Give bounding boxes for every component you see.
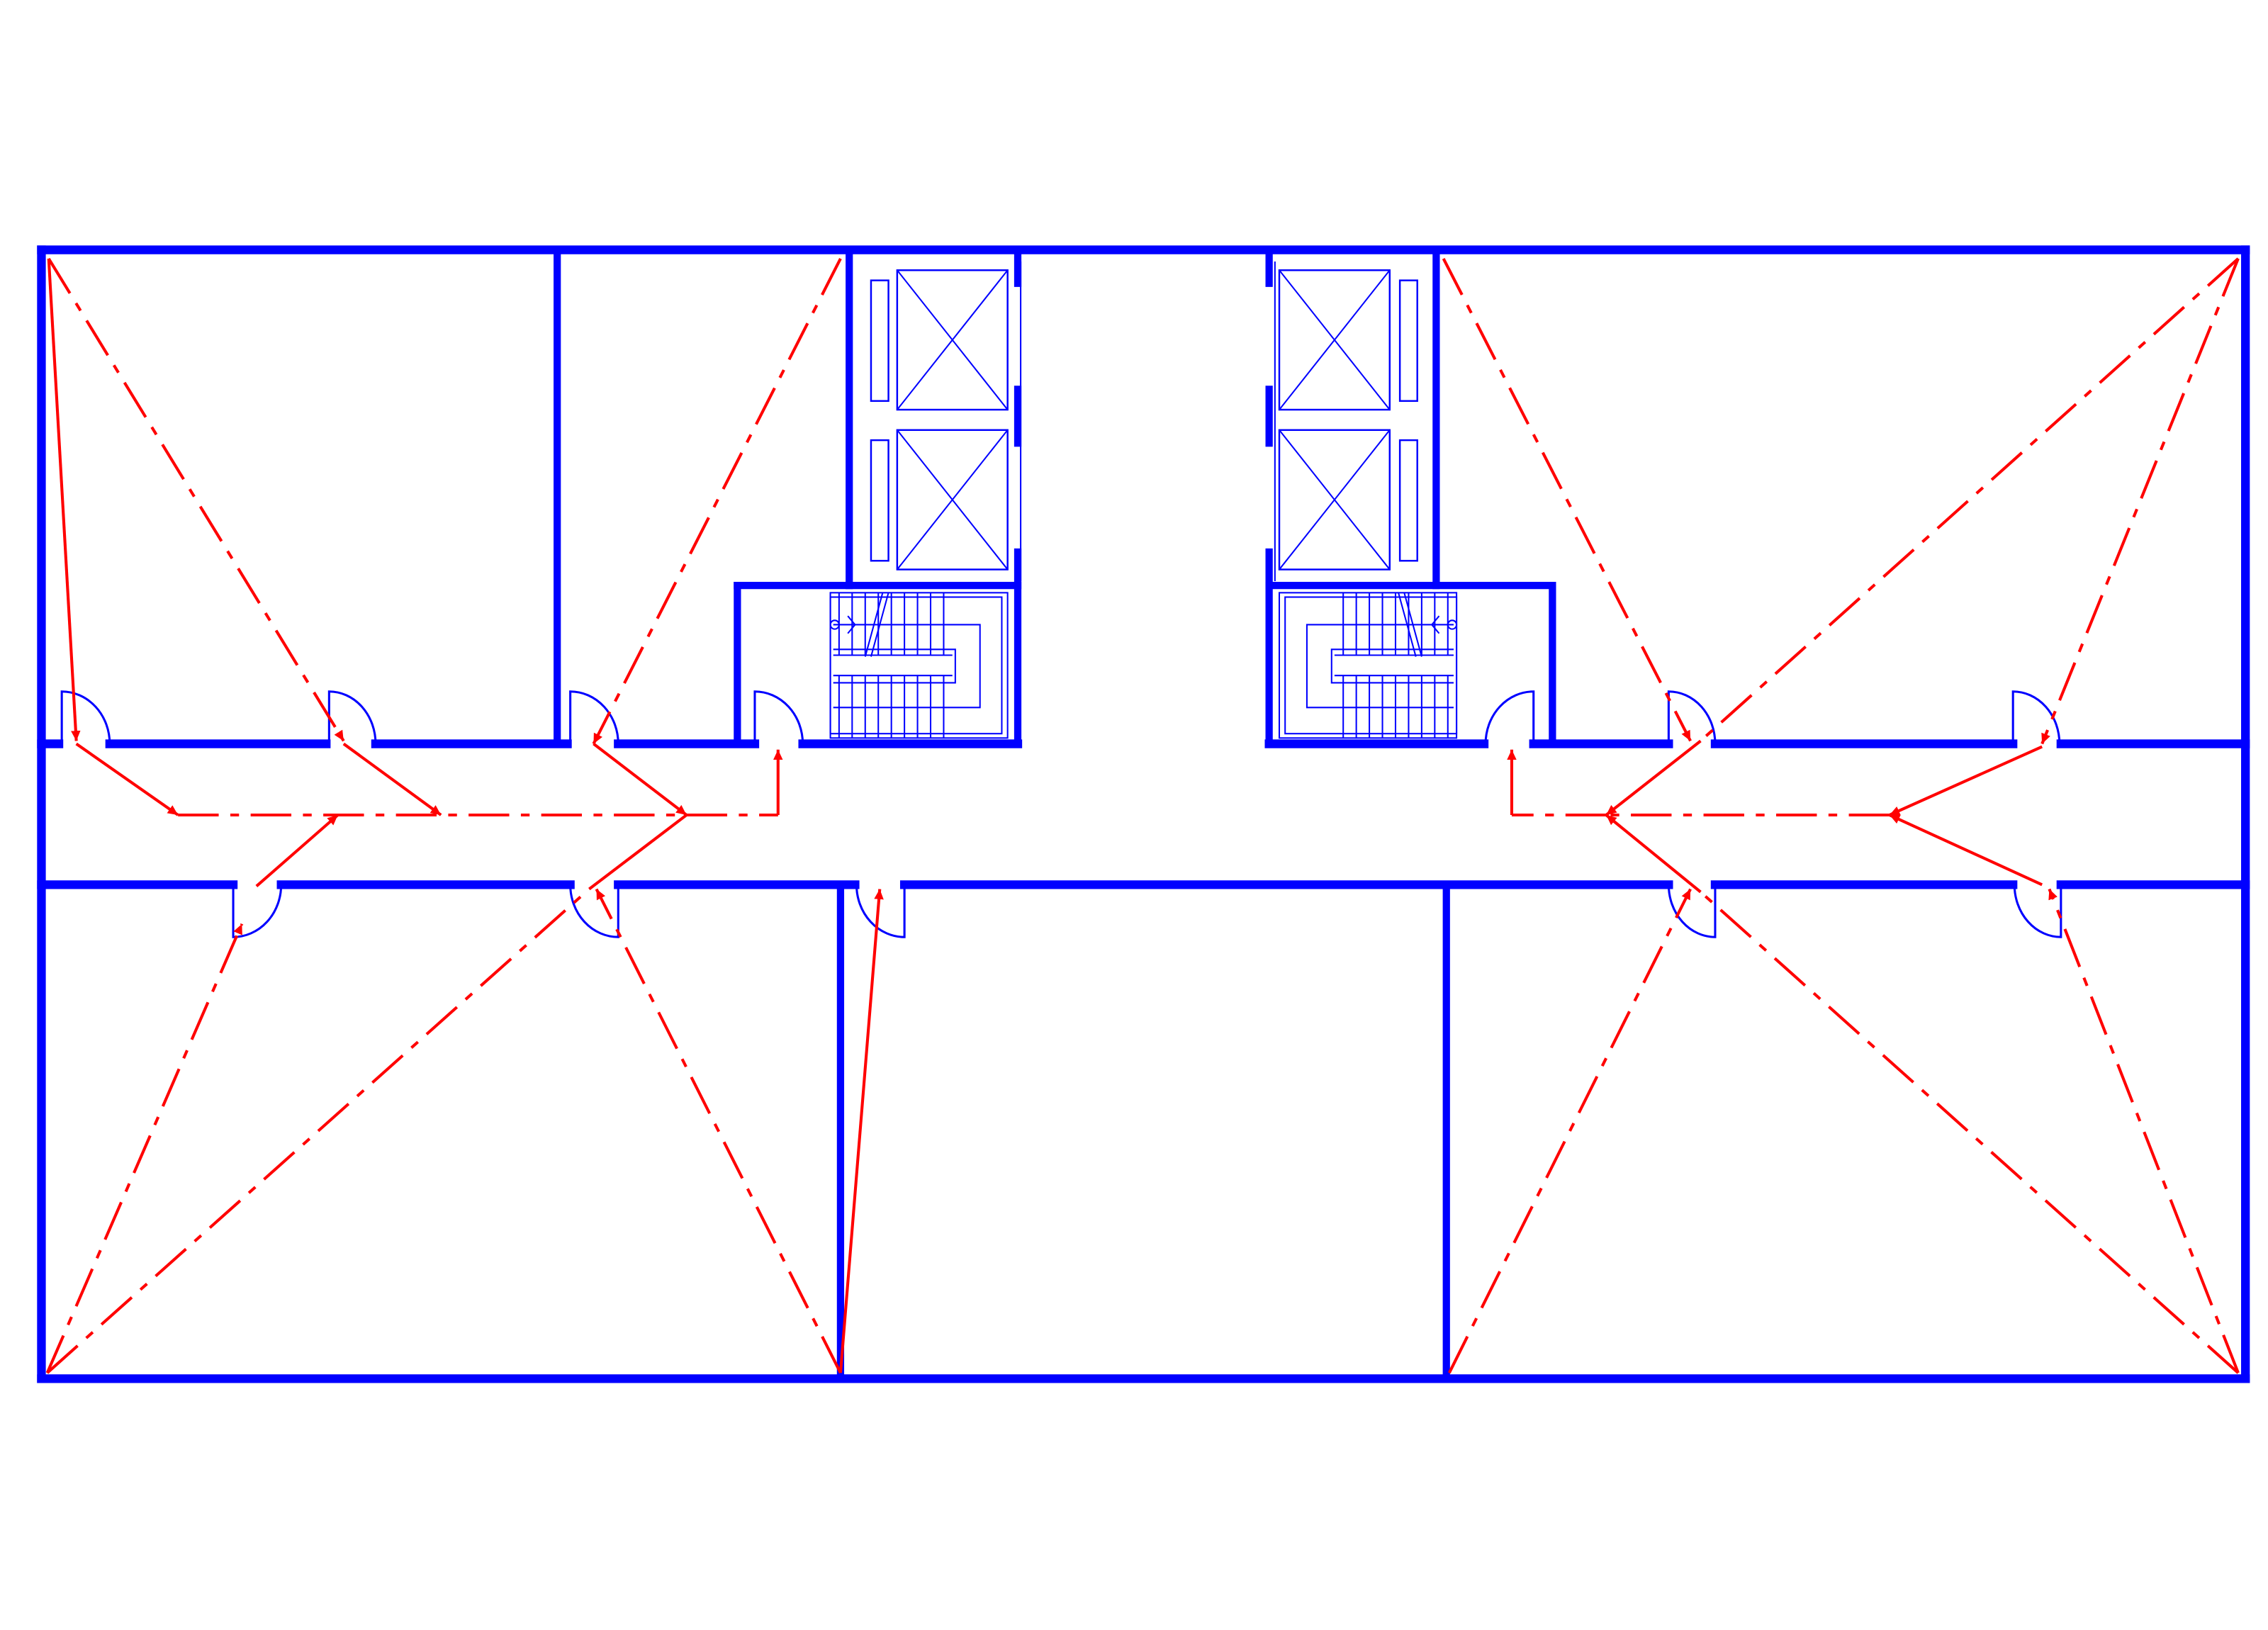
stair-walkline [1306, 624, 1454, 709]
route-arrow [75, 742, 179, 816]
doors [60, 690, 2062, 938]
door-swing-icon [753, 690, 804, 744]
route-line [588, 814, 687, 891]
door-swing-icon [60, 690, 111, 744]
route-arrow [2040, 258, 2240, 745]
door-swing-icon [1667, 884, 1717, 938]
door-swing-icon [569, 690, 619, 744]
route-line [46, 888, 590, 1374]
route-arrow [47, 258, 81, 741]
fixtures [829, 261, 1458, 739]
door-swing-icon [2011, 690, 2061, 744]
elevator-icon [896, 269, 1009, 411]
route-arrow [1447, 888, 1692, 1374]
route-arrow [1605, 739, 1702, 816]
door-swing-icon [232, 884, 283, 938]
stair-break [864, 592, 884, 657]
route-arrow [1442, 257, 1692, 742]
elevator-cross [897, 429, 1009, 570]
stair-handrail [833, 648, 956, 684]
staircase-icon [829, 592, 1009, 739]
elevator-counterweight [870, 439, 889, 562]
stair-start-icon [1447, 619, 1458, 630]
route-line [1700, 891, 2240, 1374]
elevator-cross [1279, 269, 1391, 410]
elevator-icon [896, 429, 1009, 570]
stair-rail [1284, 596, 1458, 735]
door-swing-icon [327, 690, 377, 744]
door-swing-icon [1484, 690, 1535, 744]
route-arrow [838, 889, 884, 1373]
stair-start-icon [829, 619, 840, 630]
door-swing-icon [569, 884, 619, 938]
route-arrow [342, 742, 442, 816]
stair-direction-icon [847, 615, 856, 634]
elevator-counterweight [1398, 279, 1418, 403]
door-swing-icon [1667, 690, 1717, 744]
route-arrow [47, 257, 345, 742]
elevator-counterweight [1398, 439, 1418, 562]
route-arrow [2048, 888, 2240, 1373]
route-arrow [1605, 814, 1702, 894]
elevator-icon [1278, 269, 1391, 411]
stair-walkline [833, 624, 981, 709]
route-arrow [1889, 745, 2043, 816]
stair-break [1403, 592, 1422, 657]
route-arrow [592, 257, 842, 745]
stair-direction-icon [1430, 615, 1440, 634]
door-swing-icon [855, 884, 906, 938]
elevator-cross [897, 269, 1009, 410]
elevator-cross [1279, 429, 1391, 570]
stair-break [1398, 592, 1417, 657]
elevator-icon [1278, 429, 1391, 570]
route-arrow [45, 923, 244, 1373]
route-arrow [595, 888, 842, 1374]
route-line [1700, 257, 2240, 742]
evacuation-routes [45, 257, 2240, 1374]
route-arrow [255, 814, 339, 887]
door-swing-icon [2013, 884, 2062, 938]
elevator-counterweight [870, 279, 889, 403]
stair-break [870, 592, 889, 657]
walls [37, 245, 2250, 1383]
stair-rail [829, 596, 1003, 735]
stair-handrail [1330, 648, 1454, 684]
route-arrow [593, 742, 687, 816]
staircase-icon [1278, 592, 1458, 739]
route-arrow [1889, 814, 2043, 887]
